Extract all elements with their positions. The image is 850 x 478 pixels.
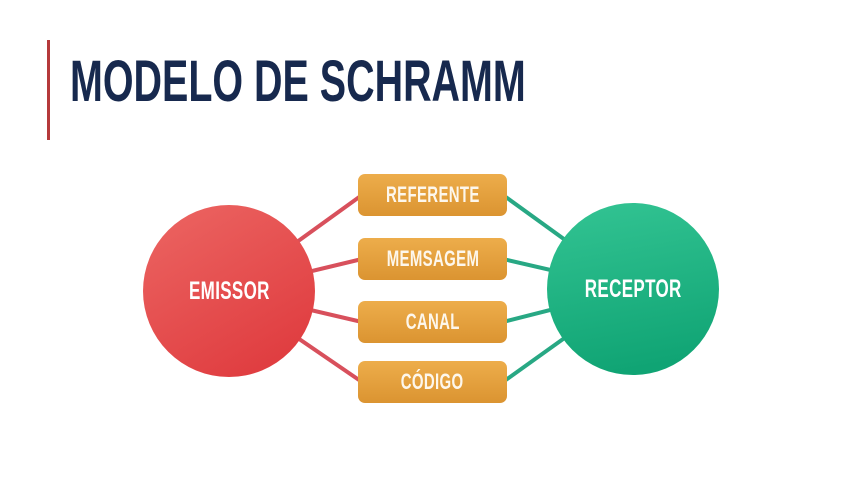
element-box-referente-label: REFERENTE (385, 182, 480, 207)
page-title: MODELO DE SCHRAMM (70, 53, 740, 111)
element-box-canal: CANAL (358, 301, 507, 343)
element-box-codigo: CÓDIGO (358, 361, 507, 403)
receptor-label: RECEPTOR (584, 274, 682, 303)
element-box-canal-label: CANAL (405, 309, 460, 334)
receptor-node: RECEPTOR (547, 203, 719, 375)
emissor-node: EMISSOR (143, 205, 315, 377)
element-box-referente: REFERENTE (358, 174, 507, 216)
element-box-codigo-label: CÓDIGO (401, 369, 464, 394)
element-box-memsagem: MEMSAGEM (358, 238, 507, 280)
emissor-label: EMISSOR (188, 276, 270, 305)
page-title-text: MODELO DE SCHRAMM (70, 49, 526, 114)
title-accent-bar (47, 40, 50, 140)
element-box-memsagem-label: MEMSAGEM (386, 246, 479, 271)
